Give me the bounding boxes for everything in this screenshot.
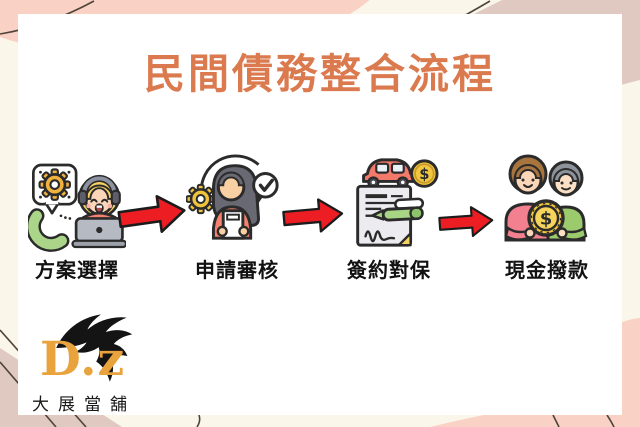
right-arrow-icon [282, 198, 344, 233]
gear-icon [38, 168, 71, 201]
speech-bubble-icon [32, 163, 78, 220]
logo-monogram: D.z [40, 332, 126, 387]
page-title: 民間債務整合流程 [144, 51, 496, 97]
dollar-coin-icon: $ [410, 159, 439, 188]
right-arrow-icon [117, 194, 186, 233]
step-label-4: 現金撥款 [505, 260, 589, 282]
hand-left [524, 227, 536, 239]
signature-squiggle [364, 230, 396, 243]
support-agent [71, 174, 126, 249]
phone-icon [28, 208, 70, 252]
step-label-1: 方案選擇 [35, 260, 119, 282]
logo-company-name: 大展當舖 [32, 395, 136, 415]
car-icon [362, 158, 416, 189]
cash-disbursement-icon: $ [504, 154, 588, 242]
applicant [211, 164, 260, 240]
svg-text:$: $ [419, 166, 429, 183]
application-review-icon [186, 154, 279, 240]
svg-text:$: $ [540, 209, 553, 230]
step-label-3: 簽約對保 [347, 260, 431, 282]
customer-service-icon [28, 163, 126, 252]
contract-signing-icon: $ [356, 158, 439, 247]
eagle-icon [56, 314, 133, 382]
content-card: 民間債務整合流程 [18, 14, 622, 415]
step-label-2: 申請審核 [195, 260, 279, 282]
hand-right [556, 227, 568, 239]
pen-icon [369, 197, 425, 222]
brand-logo: D.z 大展當舖 [30, 310, 190, 418]
laptop-icon [71, 217, 126, 249]
gear-icon [186, 183, 216, 215]
right-arrow-icon [438, 206, 494, 238]
gold-coin-icon: $ [527, 199, 565, 237]
check-icon [252, 172, 279, 199]
